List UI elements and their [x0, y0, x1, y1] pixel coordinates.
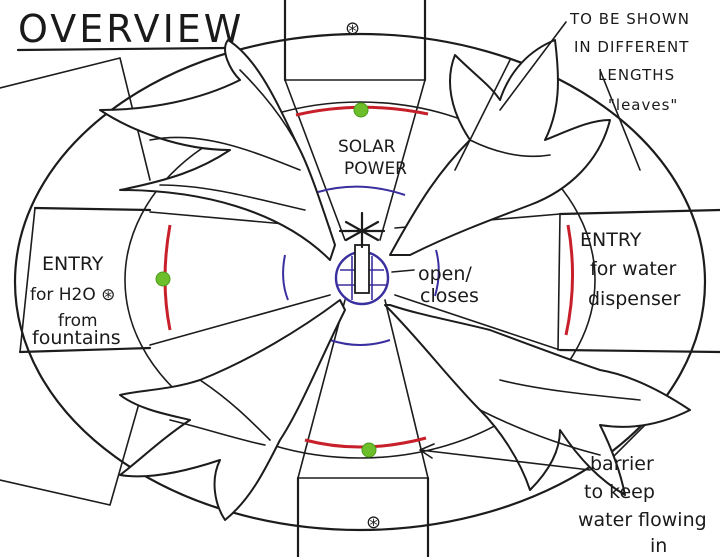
entry-left-line-4: fountains — [32, 327, 121, 349]
leaf-top-left — [99, 39, 336, 261]
leaves-note-line-1: TO BE SHOWN — [569, 10, 690, 28]
solar-power-label: SOLAR POWER — [338, 137, 407, 179]
barrier-label: barrier to keep water flowing in — [419, 443, 707, 557]
solar-panel-icon — [338, 211, 386, 249]
entry-left-line-1: ENTRY — [42, 253, 104, 275]
entry-left-label: ENTRY for H2O ⊛ from fountains — [30, 253, 121, 349]
barrier-line-3: water flowing — [578, 509, 707, 531]
entry-left-line-3: from — [58, 311, 98, 331]
indicator-left — [155, 271, 171, 287]
leaf-bottom-left — [119, 299, 346, 521]
top-panel: ⊛ — [283, 0, 427, 82]
leaves-note-line-4: "leaves" — [608, 96, 678, 114]
central-hub — [334, 211, 390, 306]
entry-right-line-3: dispenser — [588, 288, 681, 310]
barrier-line-2: to keep — [584, 481, 655, 503]
barrier-pointer — [419, 443, 591, 471]
bottom-panel-asterisk: ⊛ — [366, 512, 381, 533]
bottom-panel: ⊛ — [296, 476, 430, 557]
right-panel — [557, 208, 720, 354]
outer-ring — [13, 32, 707, 532]
entry-right-line-2: for water — [590, 258, 676, 280]
indicator-bottom — [361, 442, 377, 458]
open-closes-label: open/ closes — [391, 263, 479, 307]
title-underline — [16, 46, 228, 52]
open-closes-pointer — [391, 269, 415, 273]
indicator-top — [353, 102, 369, 118]
entry-right-line-1: ENTRY — [580, 229, 642, 251]
open-closes-line-1: open/ — [418, 263, 472, 285]
corner-diagonals — [0, 57, 651, 506]
solar-line-2: POWER — [344, 159, 407, 179]
top-panel-asterisk: ⊛ — [345, 18, 360, 39]
page-title: OVERVIEW — [18, 7, 244, 51]
barrier-line-1: barrier — [590, 453, 654, 475]
open-closes-line-2: closes — [420, 285, 479, 307]
leaf-top-right — [389, 39, 611, 256]
entry-right-label: ENTRY for water dispenser — [580, 229, 681, 310]
entry-left-line-2: for H2O ⊛ — [30, 285, 115, 305]
left-panel — [18, 206, 152, 354]
mid-ring — [124, 101, 596, 459]
green-indicators — [155, 102, 377, 458]
leaves-note-line-3: LENGTHS — [598, 66, 675, 84]
solar-stem — [354, 244, 370, 294]
inner-ring — [282, 185, 440, 346]
leaves-note-line-2: IN DIFFERENT — [574, 38, 689, 56]
leaves-note-pointer — [499, 21, 567, 111]
leaf-bottom-right — [384, 304, 691, 496]
solar-line-1: SOLAR — [338, 137, 396, 157]
barrier-line-4: in — [650, 535, 667, 557]
leaves-note: TO BE SHOWN IN DIFFERENT LENGTHS "leaves… — [499, 10, 690, 114]
